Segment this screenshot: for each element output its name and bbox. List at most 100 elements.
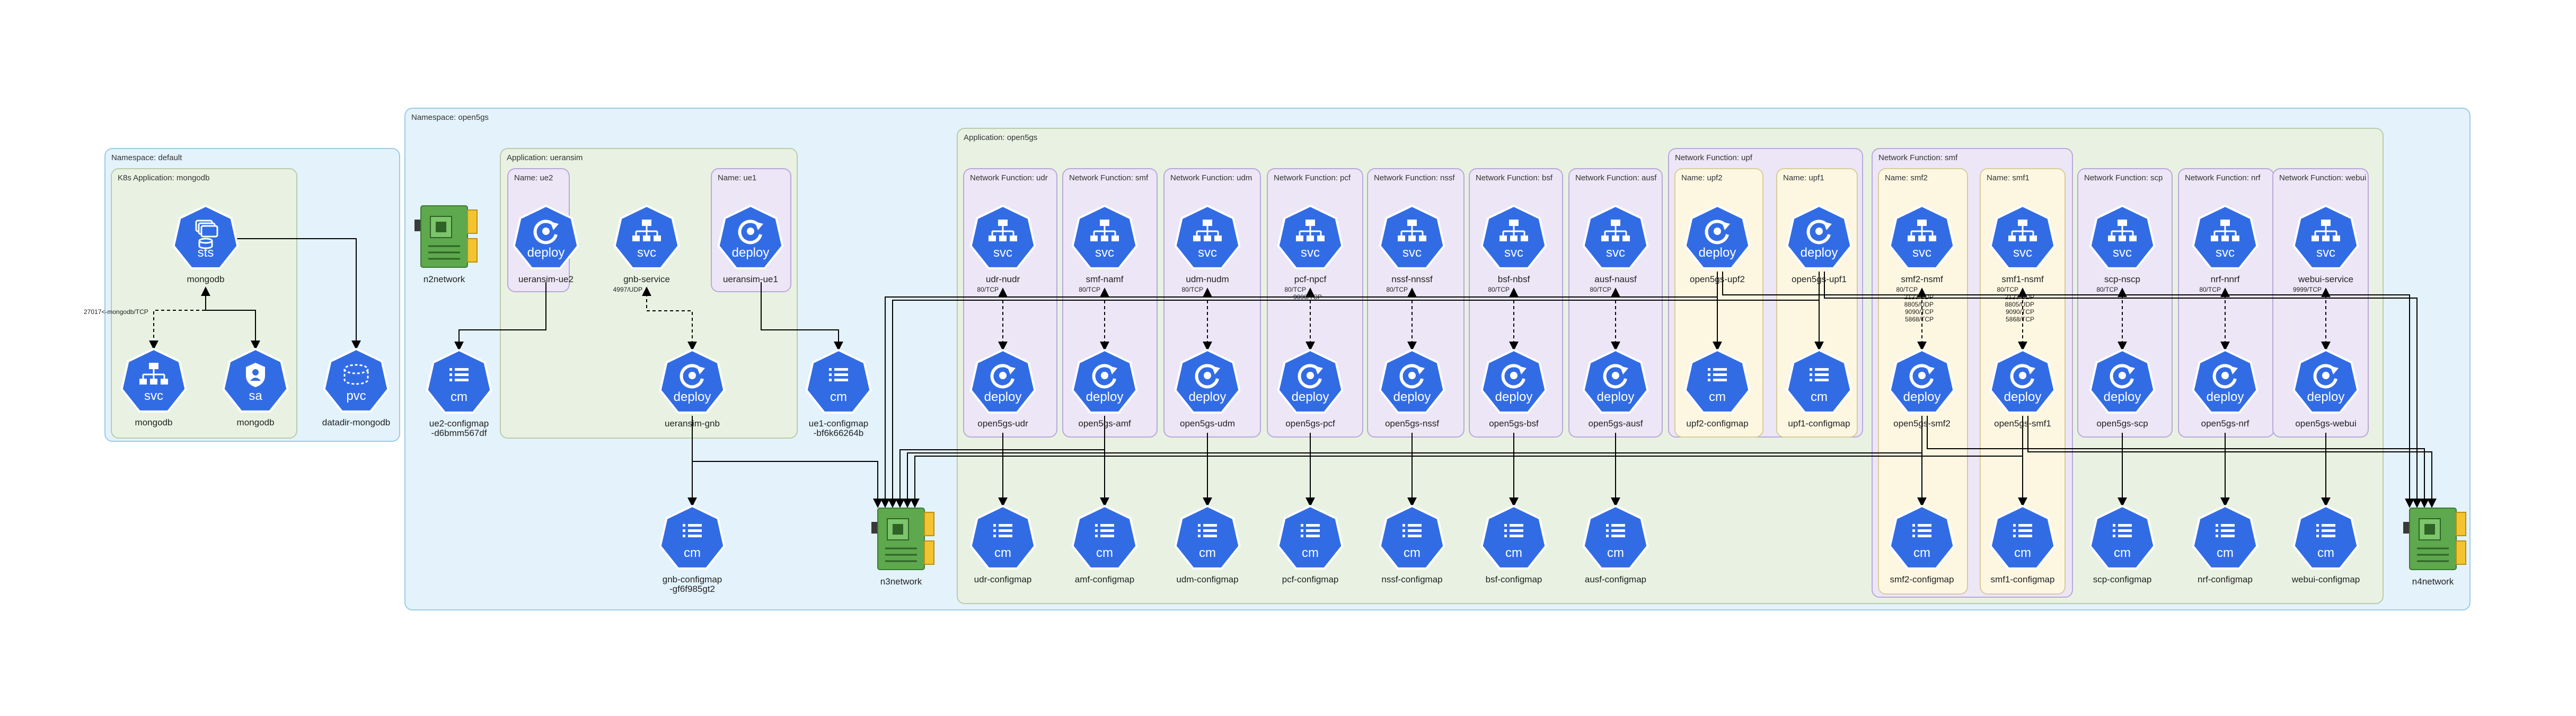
node-label-line: open5gs-nssf (1385, 418, 1439, 429)
icon-kind-text: cm (451, 390, 467, 404)
line-glyph (1100, 535, 1114, 537)
bullet-glyph (1095, 524, 1098, 527)
node-label: nrf-configmap (2198, 574, 2253, 584)
center-dot-glyph (2322, 372, 2330, 379)
center-dot-glyph (1510, 372, 1518, 379)
edge-line (888, 272, 1820, 508)
node-label: mongodb (135, 417, 173, 427)
deploy-icon: deploy (1174, 348, 1241, 414)
leaf-box-glyph (2030, 235, 2037, 241)
svc-icon: svc (1071, 204, 1138, 269)
node-label: open5gs-scp (2096, 418, 2148, 429)
node-label: upf2-configmap (1686, 418, 1748, 429)
bullet-glyph (449, 379, 452, 381)
node-label: n4network (2412, 577, 2454, 587)
deploy-icon: deploy (1786, 204, 1852, 269)
tree-lines-glyph (2213, 226, 2237, 235)
edge-smf1-dep-to-n3network (910, 416, 2023, 508)
leaf-box-glyph (1204, 235, 1211, 241)
bullet-glyph (1198, 524, 1201, 527)
cm-icon: cm (2192, 504, 2259, 570)
node-n4network[interactable]: n4network (2403, 508, 2466, 587)
line-glyph (834, 373, 848, 376)
leaf-box-glyph (1398, 235, 1405, 241)
line-glyph (834, 368, 848, 371)
node-n2network[interactable]: n2network (414, 205, 478, 284)
edge-label-line: 9090/TCP (1905, 308, 1934, 316)
bullet-glyph (1810, 368, 1812, 371)
root-box-glyph (1509, 220, 1519, 226)
edge-label-line: 80/TCP (1079, 286, 1100, 293)
network-icon (871, 508, 934, 570)
heptagon-shape (2192, 348, 2259, 414)
node-label-line: smf1-configmap (1991, 574, 2055, 584)
node-n3network[interactable]: n3network (871, 508, 934, 587)
svc-icon: svc (969, 204, 1036, 269)
icon-kind-text: deploy (2307, 390, 2345, 404)
bullet-glyph (2113, 529, 2115, 532)
heptagon-shape (1174, 348, 1241, 414)
edge-line (234, 238, 361, 350)
node-label-line: nssf-nnssf (1391, 274, 1433, 284)
icon-kind-text: deploy (1292, 390, 1329, 404)
node-nrf-cm[interactable]: cm nrf-configmap (2192, 504, 2259, 584)
deploy-icon: deploy (2292, 348, 2359, 414)
edge-label-line: 8805/UDP (1904, 301, 1934, 308)
node-label: open5gs-upf2 (1690, 274, 1745, 284)
person-body-glyph (250, 378, 261, 381)
leaf-box-glyph (2119, 235, 2126, 241)
